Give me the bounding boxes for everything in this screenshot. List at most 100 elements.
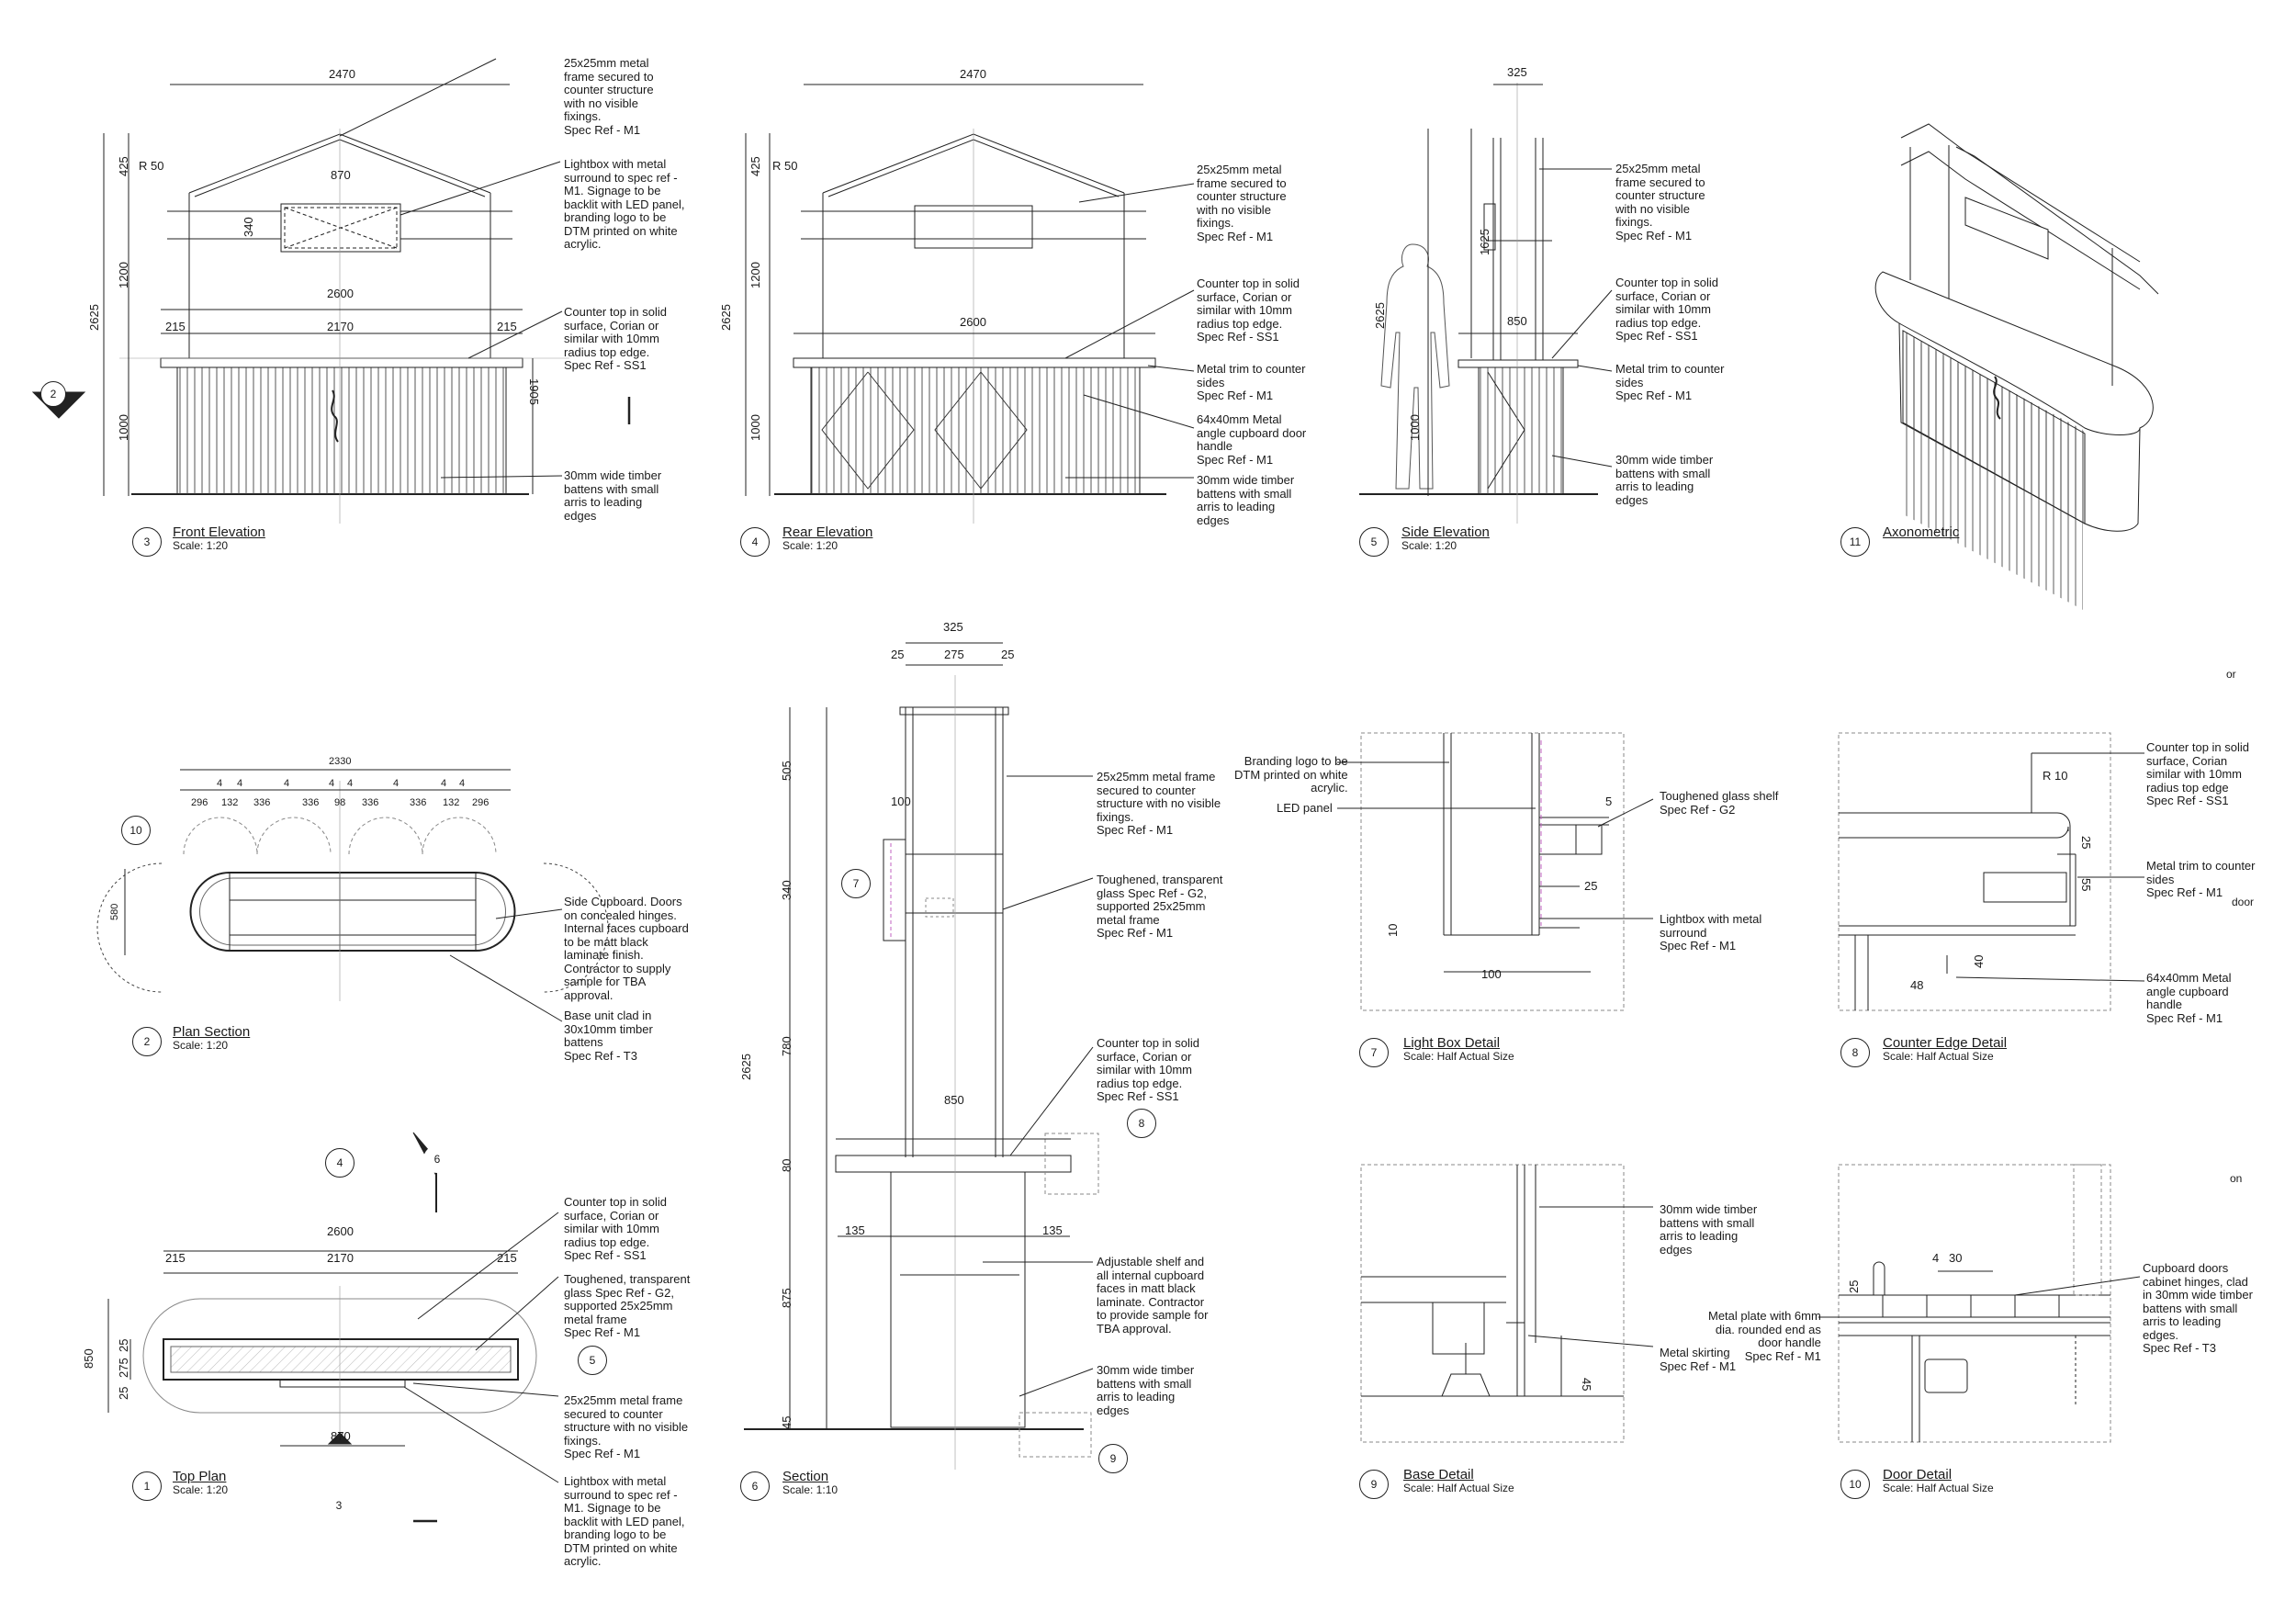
top-dim-215-left: 215 <box>165 1251 186 1265</box>
rear-dim-r50: R 50 <box>772 159 798 173</box>
section-drawing <box>744 643 1098 1470</box>
ref-marker-6-triangle: 6 <box>423 1145 451 1173</box>
plan-dim-132-left: 132 <box>221 797 239 808</box>
front-note-lightbox: Lightbox with metal surround to spec ref… <box>564 157 685 251</box>
front-note-metal-frame: 25x25mm metal frame secured to counter s… <box>564 56 654 137</box>
view-number-2: 2 <box>132 1027 162 1056</box>
section-dim-275: 275 <box>944 648 964 661</box>
front-dim-2470: 2470 <box>329 67 355 81</box>
loose-text-on: on <box>2230 1172 2243 1185</box>
door-dim-4: 4 <box>1932 1251 1940 1265</box>
lightbox-dim-25: 25 <box>1584 879 1598 893</box>
door-dim-30: 30 <box>1949 1251 1963 1265</box>
plan-dim-336-2: 336 <box>302 797 320 808</box>
section-dim-780: 780 <box>780 1036 793 1056</box>
rear-dim-2600: 2600 <box>960 315 986 329</box>
ref-marker-9: 9 <box>1098 1444 1128 1473</box>
section-dim-80: 80 <box>780 1158 793 1172</box>
top-dim-2600: 2600 <box>327 1224 354 1238</box>
view-number-10: 10 <box>1840 1470 1870 1499</box>
ref-marker-7: 7 <box>841 869 871 898</box>
top-dim-25-top: 25 <box>117 1338 130 1352</box>
base-note-metal-skirting: Metal skirting Spec Ref - M1 <box>1660 1346 1737 1373</box>
plan-dim-98: 98 <box>334 797 346 808</box>
plan-section-drawing <box>97 770 608 1021</box>
side-note-timber-battens: 30mm wide timber battens with small arri… <box>1615 453 1714 507</box>
view-number-3: 3 <box>132 527 162 557</box>
view-scale-plan-section: Scale: 1:20 <box>173 1039 229 1052</box>
view-scale-rear-elevation: Scale: 1:20 <box>782 539 838 552</box>
front-dim-1200: 1200 <box>117 262 130 288</box>
door-detail-drawing <box>1818 1165 2140 1442</box>
view-scale-light-box-detail: Scale: Half Actual Size <box>1403 1050 1514 1063</box>
section-dim-100: 100 <box>891 795 911 808</box>
view-title-base-detail: Base Detail <box>1403 1467 1474 1482</box>
edge-dim-48: 48 <box>1910 978 1924 992</box>
view-number-6: 6 <box>740 1471 770 1501</box>
ref-marker-10: 10 <box>121 816 151 845</box>
view-number-5: 5 <box>1359 527 1389 557</box>
front-dim-215-right: 215 <box>497 320 517 333</box>
lightbox-note-led: LED panel <box>1277 801 1333 815</box>
view-title-side-elevation: Side Elevation <box>1401 524 1490 540</box>
plan-dim-580: 580 <box>109 903 120 920</box>
view-scale-top-plan: Scale: 1:20 <box>173 1483 229 1496</box>
view-scale-side-elevation: Scale: 1:20 <box>1401 539 1458 552</box>
rear-elevation-drawing <box>746 85 1194 524</box>
front-note-counter-top: Counter top in solid surface, Corian or … <box>564 305 668 372</box>
plan-dim-336-3: 336 <box>362 797 379 808</box>
view-title-counter-edge-detail: Counter Edge Detail <box>1883 1035 2008 1051</box>
lightbox-note-surround: Lightbox with metal surround Spec Ref - … <box>1660 912 1762 953</box>
view-title-section: Section <box>782 1469 829 1484</box>
top-note-metal-frame: 25x25mm metal frame secured to counter s… <box>564 1393 689 1460</box>
rear-note-timber-battens: 30mm wide timber battens with small arri… <box>1197 473 1295 527</box>
section-dim-2625: 2625 <box>739 1054 753 1080</box>
front-dim-870: 870 <box>331 168 351 182</box>
view-number-4: 4 <box>740 527 770 557</box>
front-dim-425: 425 <box>117 156 130 176</box>
plan-dim-4-8: 4 <box>459 778 466 789</box>
rear-note-metal-trim: Metal trim to counter sides Spec Ref - M… <box>1197 362 1306 402</box>
ref-marker-5: 5 <box>578 1346 607 1375</box>
plan-dim-4-7: 4 <box>441 778 447 789</box>
plan-dim-4-1: 4 <box>217 778 223 789</box>
door-dim-25: 25 <box>1847 1279 1861 1293</box>
front-dim-2600: 2600 <box>327 287 354 300</box>
section-dim-135-right: 135 <box>1042 1223 1063 1237</box>
rear-dim-2470: 2470 <box>960 67 986 81</box>
ref-marker-8: 8 <box>1127 1109 1156 1138</box>
top-note-glass: Toughened, transparent glass Spec Ref - … <box>564 1272 691 1339</box>
lightbox-dim-10: 10 <box>1386 923 1400 937</box>
loose-text-or: or <box>2226 668 2236 681</box>
rear-dim-1200: 1200 <box>748 262 762 288</box>
view-title-rear-elevation: Rear Elevation <box>782 524 873 540</box>
view-title-axonometric: Axonometric <box>1883 524 1960 540</box>
front-dim-1000: 1000 <box>117 414 130 441</box>
side-dim-1625: 1625 <box>1478 229 1491 255</box>
section-note-counter-top: Counter top in solid surface, Corian or … <box>1097 1036 1200 1103</box>
plan-dim-132-right: 132 <box>443 797 460 808</box>
loose-text-door: door <box>2232 896 2255 908</box>
side-dim-1000: 1000 <box>1408 414 1422 441</box>
base-note-timber-battens: 30mm wide timber battens with small arri… <box>1660 1202 1758 1257</box>
front-dim-215-left: 215 <box>165 320 186 333</box>
axonometric-drawing <box>1875 124 2158 610</box>
section-note-glass: Toughened, transparent glass Spec Ref - … <box>1097 873 1223 940</box>
view-title-front-elevation: Front Elevation <box>173 524 265 540</box>
front-elevation-drawing <box>33 59 629 524</box>
plan-dim-4-4: 4 <box>329 778 335 789</box>
section-dim-25-left: 25 <box>891 648 905 661</box>
top-note-counter-top: Counter top in solid surface, Corian or … <box>564 1195 668 1262</box>
top-plan-drawing <box>108 1133 558 1521</box>
plan-dim-4-5: 4 <box>347 778 354 789</box>
view-scale-door-detail: Scale: Half Actual Size <box>1883 1482 1994 1494</box>
view-number-8: 8 <box>1840 1038 1870 1067</box>
rear-note-counter-top: Counter top in solid surface, Corian or … <box>1197 276 1300 344</box>
view-number-9: 9 <box>1359 1470 1389 1499</box>
view-scale-counter-edge-detail: Scale: Half Actual Size <box>1883 1050 1994 1063</box>
section-dim-340: 340 <box>780 880 793 900</box>
edge-dim-25: 25 <box>2079 836 2093 850</box>
view-title-light-box-detail: Light Box Detail <box>1403 1035 1501 1051</box>
